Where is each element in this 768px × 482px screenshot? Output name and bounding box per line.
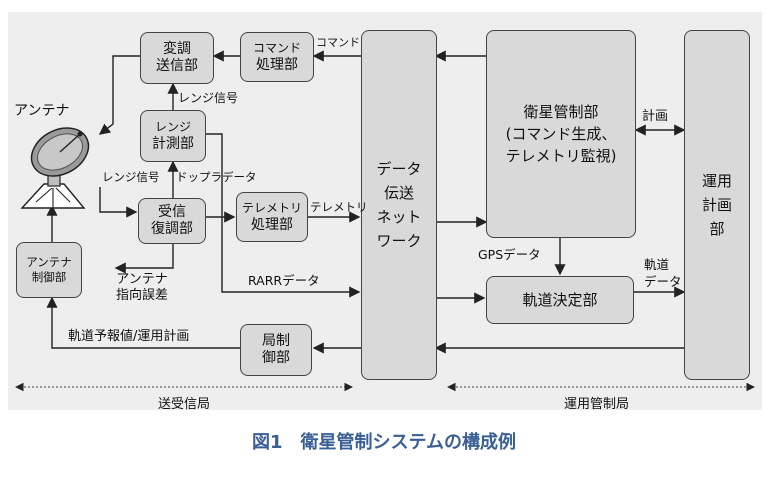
network-label-2: 伝送	[383, 184, 414, 202]
station-ctrl-label-2: 御部	[262, 350, 290, 366]
ground-station-range-label: 送受信局	[158, 397, 211, 412]
wire-antenna-to-receiver	[99, 187, 138, 218]
receiver-label-1: 受信	[158, 204, 186, 220]
command-proc-label-2: 処理部	[256, 57, 298, 73]
doppler-data-label: ドップラデータ	[176, 170, 257, 184]
modulator-label-2: 送信部	[156, 58, 198, 74]
ranging-label-2: 計測部	[152, 136, 194, 152]
data-transmission-network-block: データ 伝送 ネット ワーク	[361, 30, 437, 380]
gps-data-label: GPSデータ	[478, 247, 541, 262]
antenna-pointing-error-label: アンテナ 指向誤差	[116, 272, 168, 304]
operation-planning-block: 運用 計画 部	[684, 30, 750, 380]
operations-range-label: 運用管制局	[564, 397, 630, 412]
planning-label-3: 部	[709, 220, 725, 238]
orbit-data-label-1: 軌道	[644, 257, 670, 272]
receiver-demodulator-block: 受信 復調部	[138, 198, 206, 244]
command-proc-label-1: コマンド	[252, 41, 301, 55]
wire-receiver-to-antenna-ctrl	[114, 236, 174, 274]
plan-label: 計画	[642, 109, 669, 124]
telemetry-proc-label-2: 処理部	[251, 217, 293, 233]
antenna-ctrl-label-2: 制御部	[31, 270, 67, 284]
wire-rarr	[221, 217, 361, 298]
rarr-data-label: RARRデータ	[248, 273, 320, 288]
orbit-label: 軌道決定部	[522, 290, 598, 309]
modulator-label-1: 変調	[163, 41, 191, 57]
station-ctrl-label-1: 局制	[262, 333, 290, 349]
sat-control-label-3: テレメトリ監視)	[505, 147, 617, 165]
planning-label-2: 計画	[701, 196, 732, 214]
network-label-3: ネット	[376, 208, 422, 226]
antenna-control-block: アンテナ 制御部	[16, 242, 82, 298]
orbit-determination-block: 軌道決定部	[486, 276, 634, 324]
network-label-1: データ	[376, 160, 422, 178]
station-control-block: 局制 御部	[240, 324, 312, 376]
telemetry-proc-label-1: テレメトリ	[241, 201, 302, 215]
planning-label-1: 運用	[701, 172, 732, 190]
telemetry-processing-block: テレメトリ 処理部	[236, 192, 308, 242]
command-processing-block: コマンド 処理部	[240, 32, 314, 82]
ranging-block: レンジ 計測部	[140, 110, 206, 162]
connection-lines	[14, 50, 756, 392]
diagram-panel: 変調 送信部 コマンド 処理部 レンジ 計測部 受信 復調部 テレメトリ 処理部…	[8, 12, 762, 412]
sat-control-label-2: (コマンド生成、	[505, 125, 617, 143]
orbit-data-label-2: データ	[644, 274, 682, 289]
pointing-label-2: 指向誤差	[116, 288, 169, 303]
figure-caption: 図1 衛星管制システムの構成例	[252, 432, 516, 453]
network-label-4: ワーク	[376, 232, 422, 250]
modulator-transmitter-block: 変調 送信部	[140, 32, 214, 84]
wire-station-to-antenna-ctrl	[46, 296, 240, 349]
pointing-label-1: アンテナ	[116, 272, 168, 287]
wire-doppler	[206, 133, 223, 217]
range-signal-down-label: レンジ信号	[102, 170, 160, 184]
antenna-dish-icon	[20, 127, 90, 209]
antenna-ctrl-label-1: アンテナ	[26, 255, 72, 269]
wire-modulator-to-antenna	[98, 55, 140, 135]
range-signal-up-label: レンジ信号	[178, 91, 239, 105]
telemetry-arrow-label: テレメトリ	[310, 200, 368, 214]
orbit-forecast-label: 軌道予報値/運用計画	[68, 329, 190, 344]
ranging-label-1: レンジ	[154, 120, 191, 134]
antenna-label: アンテナ	[14, 103, 70, 119]
orbit-data-label: 軌道 データ	[644, 256, 682, 290]
command-arrow-label: コマンド	[316, 36, 360, 49]
satellite-control-block: 衛星管制部 (コマンド生成、 テレメトリ監視)	[486, 30, 636, 238]
receiver-label-2: 復調部	[151, 221, 193, 237]
sat-control-label-1: 衛星管制部	[523, 103, 599, 121]
